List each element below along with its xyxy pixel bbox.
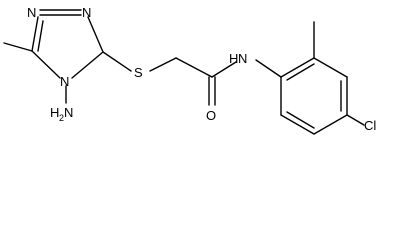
bond-ar-c5-c6 (280, 114, 315, 135)
amino-n: N (64, 105, 73, 120)
atom-cl: Cl (364, 118, 376, 133)
bond-c5-methyl (3, 42, 33, 52)
bond-c5-n1-double (37, 20, 44, 52)
amino-h: H (50, 105, 59, 120)
bond-n2-c3 (87, 16, 104, 53)
bond-carbonyl-n (211, 61, 237, 78)
bond-ch2-carbonyl (175, 57, 213, 78)
molecule-diagram: N N N S N H O H 2 N Cl (3, 5, 376, 135)
bond-ar-inner-1 (286, 63, 315, 81)
bond-ar-c4-c5 (313, 114, 348, 135)
bond-ar-inner-3 (286, 111, 315, 129)
bond-ar-c2-c3 (313, 57, 348, 78)
bond-n4-c5 (31, 50, 61, 79)
bond-c3-n4 (71, 51, 104, 79)
atom-n-triazole-1: N (27, 5, 36, 20)
atom-h-amide: H (229, 51, 238, 66)
atom-o: O (206, 108, 216, 123)
bond-c5-n1 (31, 16, 39, 52)
atom-n-triazole-4: N (60, 74, 69, 89)
atom-n-triazole-2: N (82, 5, 91, 20)
bond-ar-cl (346, 114, 365, 126)
bond-ar-c1-c2 (280, 57, 315, 78)
bond-n-aryl (255, 59, 282, 78)
atom-s: S (134, 65, 143, 80)
atom-n-amide: N (238, 51, 247, 66)
bond-c3-s (102, 51, 132, 72)
amino-subscript: 2 (59, 113, 64, 123)
structure-canvas: N N N S N H O H 2 N Cl (3, 5, 376, 135)
bond-s-ch2 (149, 57, 177, 72)
